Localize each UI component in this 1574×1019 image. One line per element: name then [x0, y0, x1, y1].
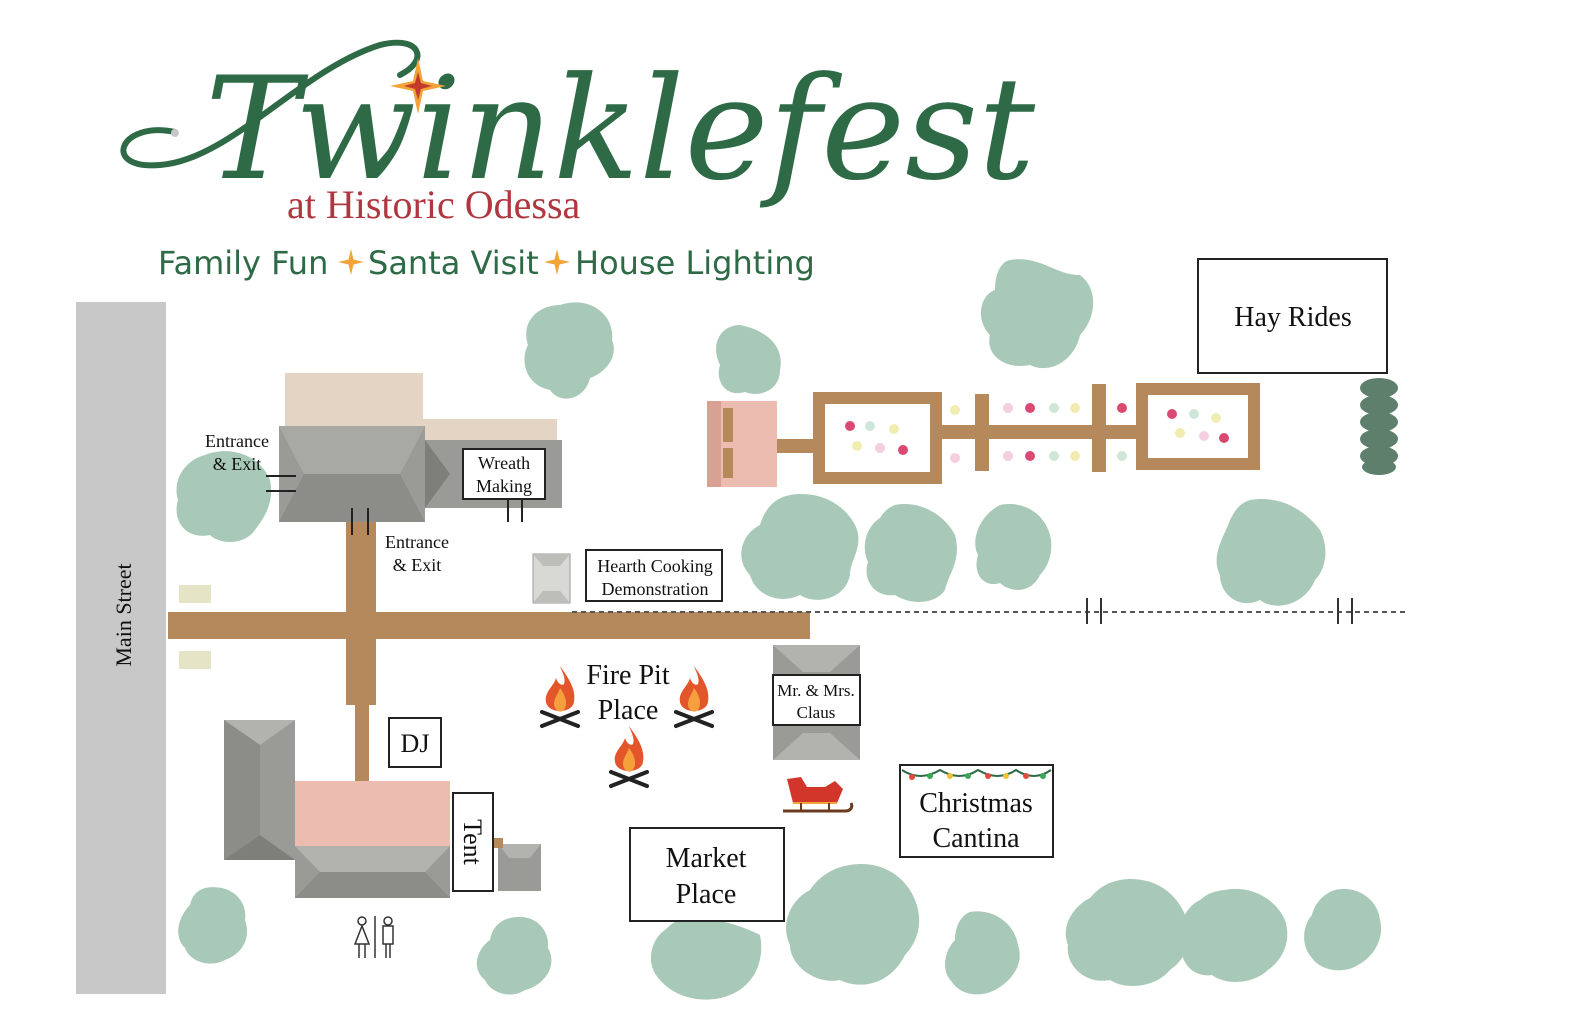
fire-pit-label: Fire Pit Place — [586, 660, 669, 726]
parking-marker — [179, 651, 211, 669]
hearth-cooking-sign: Hearth Cooking Demonstration — [585, 549, 723, 602]
fire-icon — [609, 726, 649, 788]
tagline: Family Fun Santa Visit House Lighting — [158, 244, 815, 282]
star-icon — [338, 249, 364, 275]
svg-text:Entrance: Entrance — [385, 532, 449, 552]
tree — [864, 504, 957, 602]
main-street-label: Main Street — [111, 563, 136, 666]
svg-text:Claus: Claus — [797, 703, 836, 722]
tree — [1304, 889, 1382, 971]
south-walkway — [355, 700, 369, 782]
main-walkway — [168, 612, 810, 639]
svg-text:Entrance: Entrance — [205, 431, 269, 451]
tree — [716, 325, 781, 394]
svg-text:Market: Market — [666, 843, 747, 874]
tree — [1216, 499, 1326, 606]
fire-icon — [540, 666, 580, 728]
tree — [650, 918, 762, 1000]
tagline-house-lighting: House Lighting — [575, 244, 815, 282]
north-walkway — [346, 520, 376, 705]
logo-subtitle: at Historic Odessa — [287, 182, 581, 227]
tree — [975, 504, 1052, 590]
svg-text:Fire Pit: Fire Pit — [586, 660, 669, 691]
parking-marker — [179, 585, 211, 603]
svg-text:Mr. & Mrs.: Mr. & Mrs. — [777, 681, 854, 700]
svg-text:Place: Place — [598, 695, 659, 726]
tree — [1065, 879, 1190, 986]
svg-text:Tent: Tent — [458, 819, 487, 866]
tree — [476, 916, 552, 995]
dj-sign: DJ — [388, 717, 442, 768]
south-buildings — [224, 720, 541, 898]
tree — [980, 259, 1094, 369]
tree — [741, 494, 859, 600]
wreath-making-sign: Wreath Making — [462, 448, 546, 500]
tree — [944, 911, 1020, 995]
logo-flourish — [120, 39, 421, 169]
flower-beds — [845, 403, 1229, 463]
market-place-sign: Market Place — [629, 827, 785, 922]
svg-text:Demonstration: Demonstration — [602, 579, 709, 599]
hearth-building — [532, 553, 571, 604]
main-street — [76, 302, 166, 994]
tent-sign: Tent — [452, 792, 494, 892]
annex-roof — [423, 419, 557, 444]
svg-text:DJ: DJ — [401, 729, 430, 758]
gate-markers — [1086, 598, 1353, 624]
tagline-family-fun: Family Fun — [158, 244, 328, 282]
svg-text:Hay Rides: Hay Rides — [1234, 302, 1351, 333]
svg-text:Cantina: Cantina — [932, 823, 1020, 854]
claus-sign: Mr. & Mrs. Claus — [772, 674, 861, 726]
tagline-santa-visit: Santa Visit — [368, 244, 539, 282]
trees — [176, 259, 1382, 1000]
annex-roof — [285, 373, 423, 433]
svg-text:Wreath: Wreath — [478, 453, 530, 473]
cantina-sign: Christmas Cantina — [899, 764, 1054, 858]
tree — [178, 887, 248, 964]
paths — [168, 520, 1405, 782]
svg-text:Hearth Cooking: Hearth Cooking — [597, 556, 712, 576]
garden — [707, 383, 1260, 487]
entrance-south-label: Entrance & Exit — [385, 532, 449, 575]
tree — [786, 864, 920, 985]
svg-text:Making: Making — [476, 476, 532, 496]
sleigh-icon — [783, 777, 854, 813]
string-lights-icon — [901, 768, 1052, 780]
restroom-icon — [353, 916, 394, 958]
entrance-north-label: Entrance & Exit — [205, 431, 269, 474]
hay-rides-sign: Hay Rides — [1197, 258, 1388, 374]
tree — [1180, 888, 1288, 982]
svg-text:Christmas: Christmas — [919, 788, 1033, 819]
logo: Twinklefest at Historic Odessa — [120, 39, 1036, 227]
tree — [524, 302, 614, 399]
svg-text:& Exit: & Exit — [393, 555, 442, 575]
hedge — [1360, 378, 1398, 475]
svg-text:Place: Place — [676, 879, 737, 910]
logo-dot — [171, 129, 179, 137]
star-icon — [544, 249, 570, 275]
fire-icon — [674, 666, 714, 728]
tree — [176, 451, 272, 542]
svg-text:& Exit: & Exit — [213, 454, 262, 474]
logo-title: Twinklefest — [205, 47, 1036, 212]
star-icon — [390, 58, 446, 114]
